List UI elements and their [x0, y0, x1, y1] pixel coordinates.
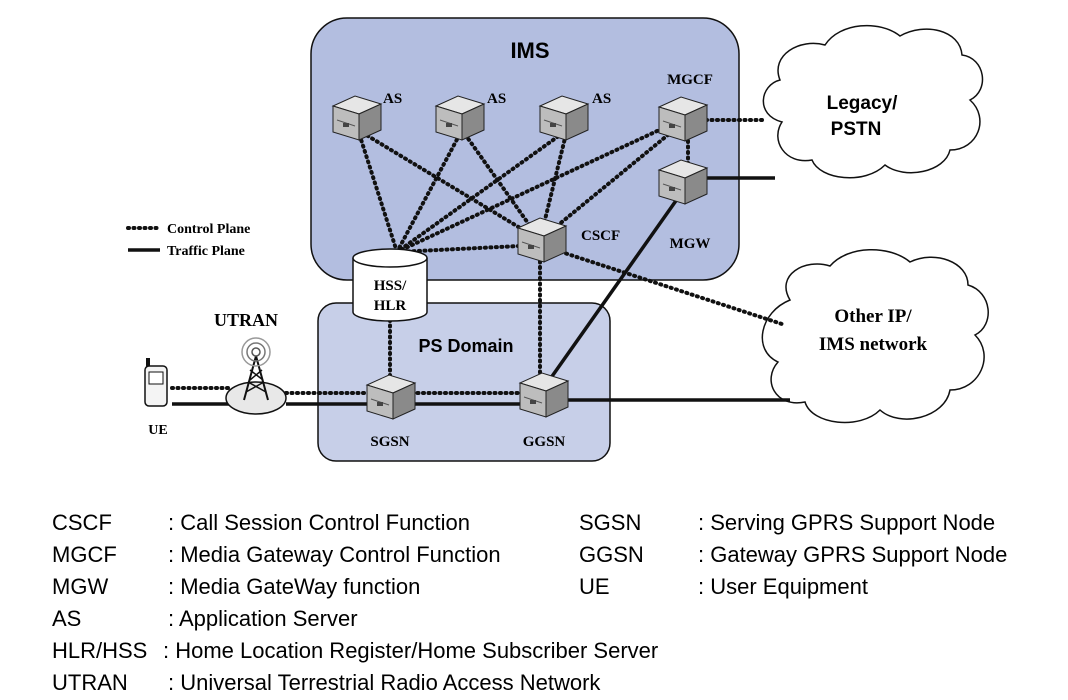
ims-title: IMS — [510, 38, 549, 63]
as-label-2: AS — [487, 91, 506, 107]
ggsn-label: GGSN — [523, 434, 566, 450]
legacy-pstn-cloud — [762, 24, 984, 179]
legend-control-plane-label: Control Plane — [167, 222, 250, 237]
utran-tower-icon — [225, 337, 287, 415]
ue-label: UE — [148, 423, 167, 438]
as-server-icon-3 — [539, 95, 589, 141]
other-ip-ims-cloud — [761, 249, 989, 424]
mgcf-label: MGCF — [667, 72, 713, 88]
utran-label: UTRAN — [214, 310, 278, 330]
mgw-label: MGW — [670, 236, 711, 252]
legend-traffic-plane-label: Traffic Plane — [167, 244, 245, 259]
ue-phone-icon — [144, 358, 168, 407]
as-label-3: AS — [592, 91, 611, 107]
cscf-server-icon — [517, 217, 567, 263]
sgsn-server-icon — [366, 374, 416, 420]
legacy-cloud-label-line2: PSTN — [831, 119, 882, 140]
as-server-icon-2 — [435, 95, 485, 141]
ggsn-server-icon — [519, 372, 569, 418]
as-label-1: AS — [383, 91, 402, 107]
mgcf-server-icon — [658, 96, 708, 142]
hss-label-line2: HLR — [374, 298, 407, 314]
mgw-server-icon — [658, 159, 708, 205]
otherip-cloud-label-line2: IMS network — [819, 334, 928, 355]
sgsn-label: SGSN — [370, 434, 409, 450]
control-plane-links — [126, 118, 787, 397]
hss-hlr-database — [352, 248, 428, 322]
hss-label-line1: HSS/ — [374, 278, 407, 294]
otherip-cloud-label-line1: Other IP/ — [834, 306, 912, 327]
traffic-plane-links — [128, 176, 790, 406]
as-server-icon-1 — [332, 95, 382, 141]
cscf-label: CSCF — [581, 228, 620, 244]
ps-domain-title: PS Domain — [418, 336, 513, 356]
legacy-cloud-label-line1: Legacy/ — [827, 93, 898, 114]
